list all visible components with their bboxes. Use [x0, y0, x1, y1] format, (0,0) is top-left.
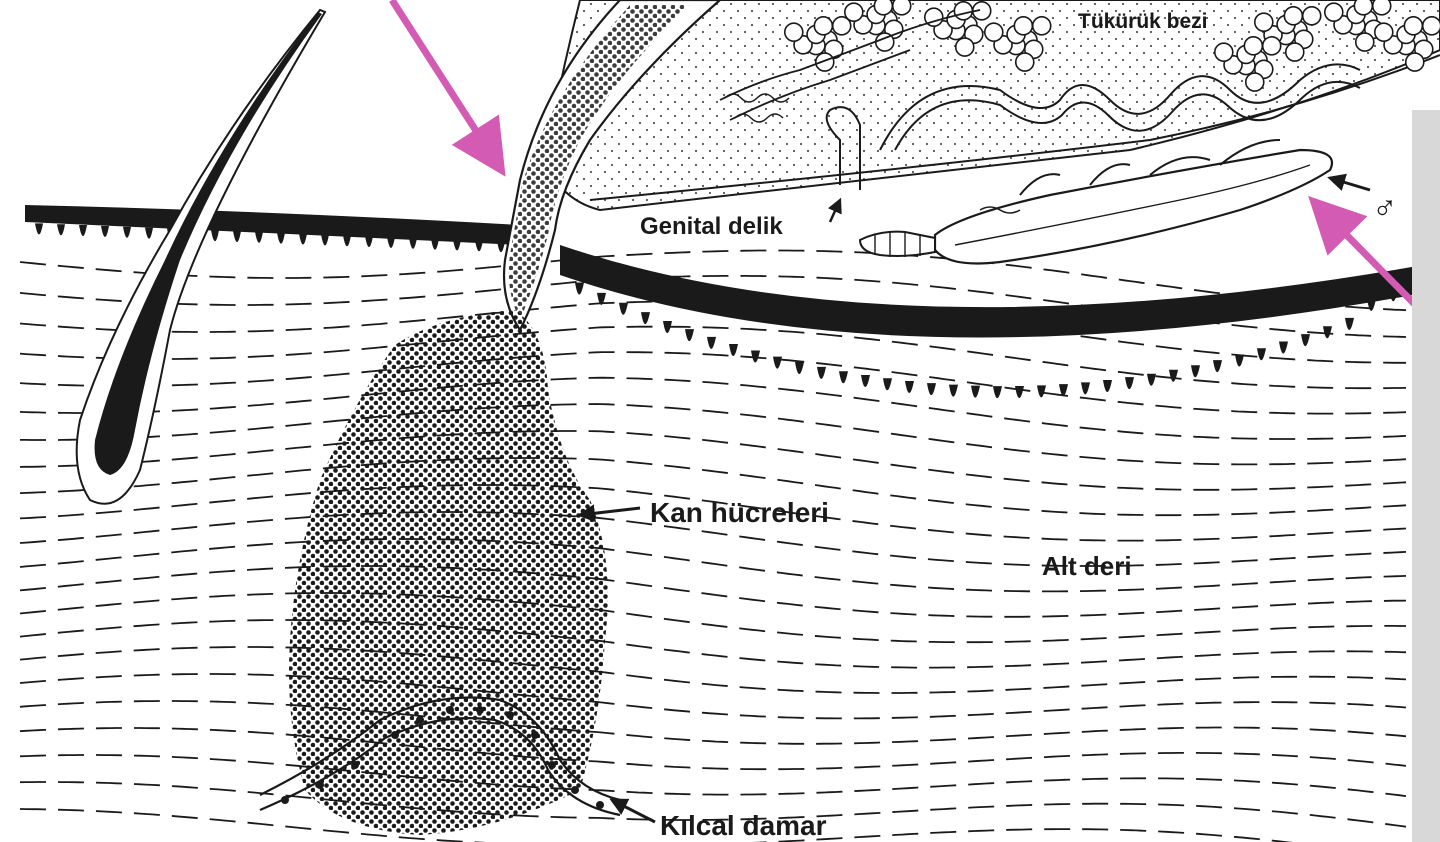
hair — [77, 10, 325, 504]
blood-pool — [289, 310, 608, 835]
page-edge-shadow — [1412, 110, 1440, 842]
label-salivary-gland: Tükürük bezi — [1078, 10, 1208, 33]
label-blood-cells: Kan hücreleri — [650, 497, 829, 528]
label-genital-opening: Genital delik — [640, 213, 783, 240]
epidermis-left — [25, 205, 520, 252]
label-subcutis: Alt deri — [1042, 551, 1132, 581]
male-symbol: ♂ — [1372, 188, 1398, 226]
label-capillary: Kılcal damar — [660, 810, 827, 841]
epidermis-right — [560, 245, 1440, 398]
highlight-arrow-mouthparts — [392, 0, 498, 165]
male-pointer-arrow — [1330, 178, 1370, 190]
genital-pointer-arrow — [830, 200, 840, 222]
